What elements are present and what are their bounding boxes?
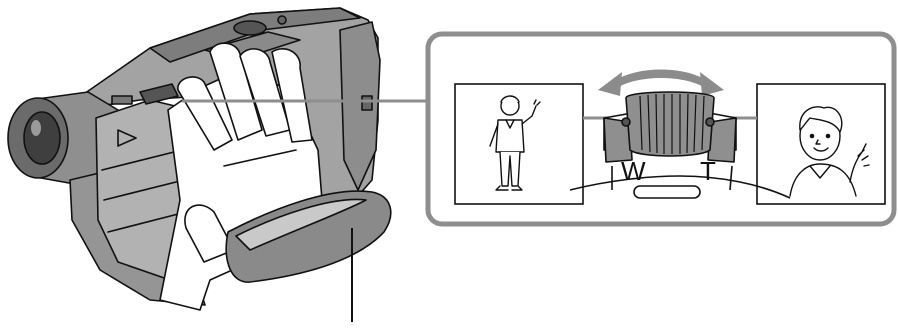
lever-wide-tab bbox=[603, 117, 633, 163]
strap-body bbox=[225, 190, 392, 283]
door-groove-3 bbox=[107, 211, 187, 233]
finger-little bbox=[271, 48, 313, 143]
finger-index bbox=[177, 76, 233, 151]
door-groove-1 bbox=[101, 149, 183, 171]
body-slot bbox=[633, 185, 701, 199]
lever-ribs bbox=[639, 93, 705, 154]
tele-pivot-dot bbox=[705, 117, 715, 127]
person-full-body-icon bbox=[489, 95, 541, 191]
hand-illustration bbox=[159, 42, 323, 311]
camcorder-zoom-lever bbox=[139, 83, 179, 105]
wide-label: W bbox=[621, 156, 646, 186]
camcorder-switch bbox=[111, 95, 133, 105]
lens-glass bbox=[23, 111, 61, 165]
lens-glint bbox=[31, 120, 41, 136]
top-button bbox=[277, 15, 287, 25]
back-button bbox=[361, 95, 373, 111]
tele-view-picture bbox=[756, 83, 886, 205]
grip-strap bbox=[225, 190, 392, 283]
person-closeup-icon bbox=[789, 106, 870, 197]
body-curve bbox=[569, 175, 791, 199]
body-edge-right bbox=[729, 165, 733, 191]
zoom-lever-detail bbox=[569, 91, 791, 199]
zoom-direction-arrow-icon bbox=[598, 69, 724, 96]
wide-view-picture bbox=[454, 83, 584, 205]
tele-label: T bbox=[700, 156, 716, 186]
finger-middle bbox=[209, 42, 263, 141]
wide-pivot-dot bbox=[621, 117, 631, 127]
camcorder-top-ridge bbox=[149, 7, 361, 63]
camcorder-back bbox=[339, 21, 381, 191]
lever-knob bbox=[625, 91, 715, 157]
knuckle-line bbox=[223, 149, 297, 167]
strap-edge bbox=[235, 198, 367, 251]
top-dial bbox=[233, 20, 267, 36]
door-triangle-mark bbox=[117, 129, 137, 147]
door-groove-2 bbox=[103, 179, 185, 201]
